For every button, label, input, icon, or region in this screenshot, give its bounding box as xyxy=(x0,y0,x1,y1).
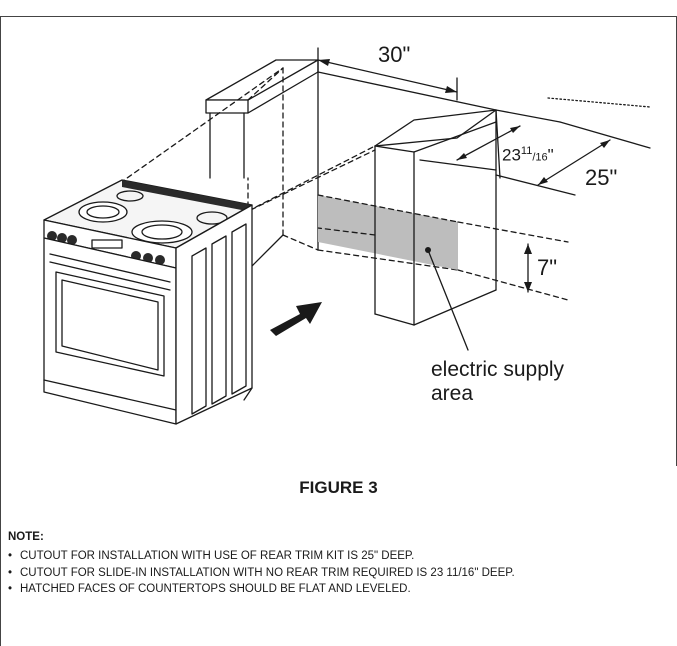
alignment-guides xyxy=(119,67,569,301)
depth-23-inch-mark: " xyxy=(547,145,554,165)
note-item: HATCHED FACES OF COUNTERTOPS SHOULD BE F… xyxy=(8,582,648,598)
depth-23-fraction-numerator: 11 xyxy=(520,145,533,157)
note-title: NOTE: xyxy=(8,531,44,543)
dimension-23-11-16 xyxy=(419,109,521,179)
frame-left-border xyxy=(0,16,1,646)
frame-top-border xyxy=(0,16,677,17)
note-item: CUTOUT FOR INSTALLATION WITH USE OF REAR… xyxy=(8,549,648,565)
range-appliance xyxy=(43,179,253,425)
dimension-label-7: 7" xyxy=(537,255,558,280)
dimension-label-30: 30" xyxy=(378,42,411,67)
note-item: CUTOUT FOR SLIDE-IN INSTALLATION WITH NO… xyxy=(8,566,648,582)
supply-callout-line-2: area xyxy=(431,382,474,405)
installation-diagram xyxy=(43,47,651,425)
supply-leader-line xyxy=(427,249,469,351)
depth-23-whole: 23 xyxy=(502,145,521,165)
insert-direction-arrow xyxy=(270,302,322,336)
supply-callout-line-1: electric supply xyxy=(431,358,565,381)
figure-title: FIGURE 3 xyxy=(299,478,378,497)
dimension-label-25: 25" xyxy=(585,165,618,190)
dimension-25 xyxy=(495,121,651,196)
depth-23-fraction-denominator: /16 xyxy=(532,151,548,164)
dimension-7 xyxy=(524,243,532,293)
wall-reference-line xyxy=(547,97,651,108)
electric-supply-area xyxy=(318,195,458,270)
note-list: CUTOUT FOR INSTALLATION WITH USE OF REAR… xyxy=(8,549,648,599)
dimension-30 xyxy=(317,47,458,101)
supply-point xyxy=(425,247,431,253)
left-countertop xyxy=(205,59,319,179)
dimension-label-23-11-16: 2311/16" xyxy=(502,145,554,166)
